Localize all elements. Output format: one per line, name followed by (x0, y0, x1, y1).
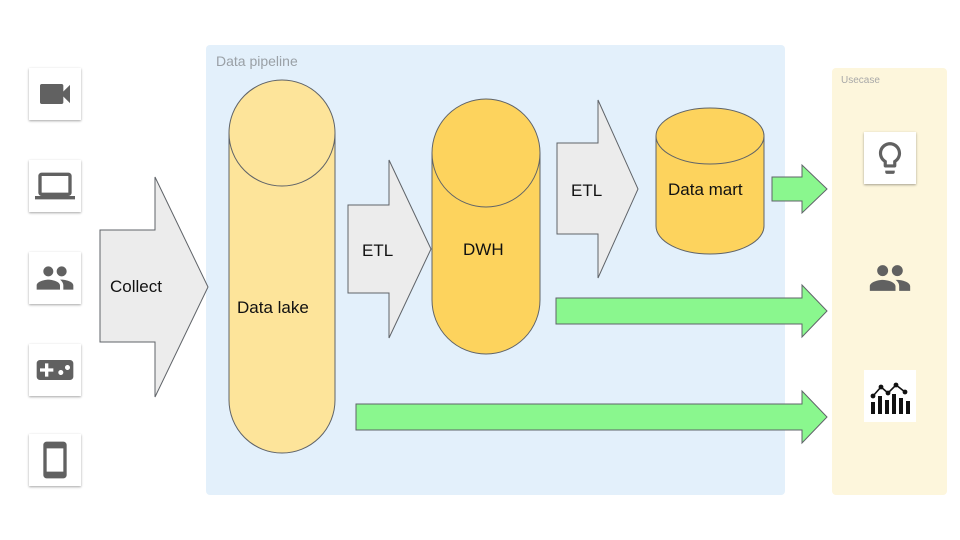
analytics-chart-icon (870, 382, 910, 414)
gamepad-icon (36, 360, 74, 380)
source-gamepad-card[interactable] (29, 344, 81, 396)
data-mart-label: Data mart (668, 180, 743, 199)
video-camera-icon (40, 84, 70, 104)
source-people-card[interactable] (29, 252, 81, 304)
usecase-label: Usecase (841, 75, 880, 86)
etl-arrow-2[interactable] (556, 99, 639, 279)
dwh-cylinder[interactable] (431, 98, 541, 355)
laptop-icon (35, 172, 75, 200)
source-laptop-card[interactable] (29, 160, 81, 212)
data-lake-cylinder[interactable] (228, 79, 336, 454)
collect-label: Collect (110, 277, 162, 296)
flow-arrow-data-lake[interactable] (355, 389, 828, 445)
flow-arrow-data-mart[interactable] (771, 163, 828, 215)
source-video-card[interactable] (29, 68, 81, 120)
people-icon (36, 266, 74, 290)
etl-label-1: ETL (362, 241, 394, 260)
data-lake-label: Data lake (237, 298, 309, 317)
data-mart-cylinder[interactable] (655, 107, 765, 255)
dwh-label: DWH (463, 240, 504, 259)
collect-arrow[interactable] (99, 176, 209, 398)
data-pipeline-label: Data pipeline (216, 53, 298, 69)
usecase-analytics-card[interactable] (864, 370, 916, 422)
lightbulb-icon (878, 142, 902, 174)
usecase-insight-card[interactable] (864, 132, 916, 184)
etl-label-2: ETL (571, 181, 603, 200)
usecase-users-card[interactable] (864, 252, 916, 304)
source-smartphone-card[interactable] (29, 434, 81, 486)
flow-arrow-dwh[interactable] (555, 283, 828, 339)
smartphone-icon (43, 441, 67, 479)
etl-arrow-1[interactable] (347, 159, 432, 339)
people-icon (869, 265, 911, 291)
